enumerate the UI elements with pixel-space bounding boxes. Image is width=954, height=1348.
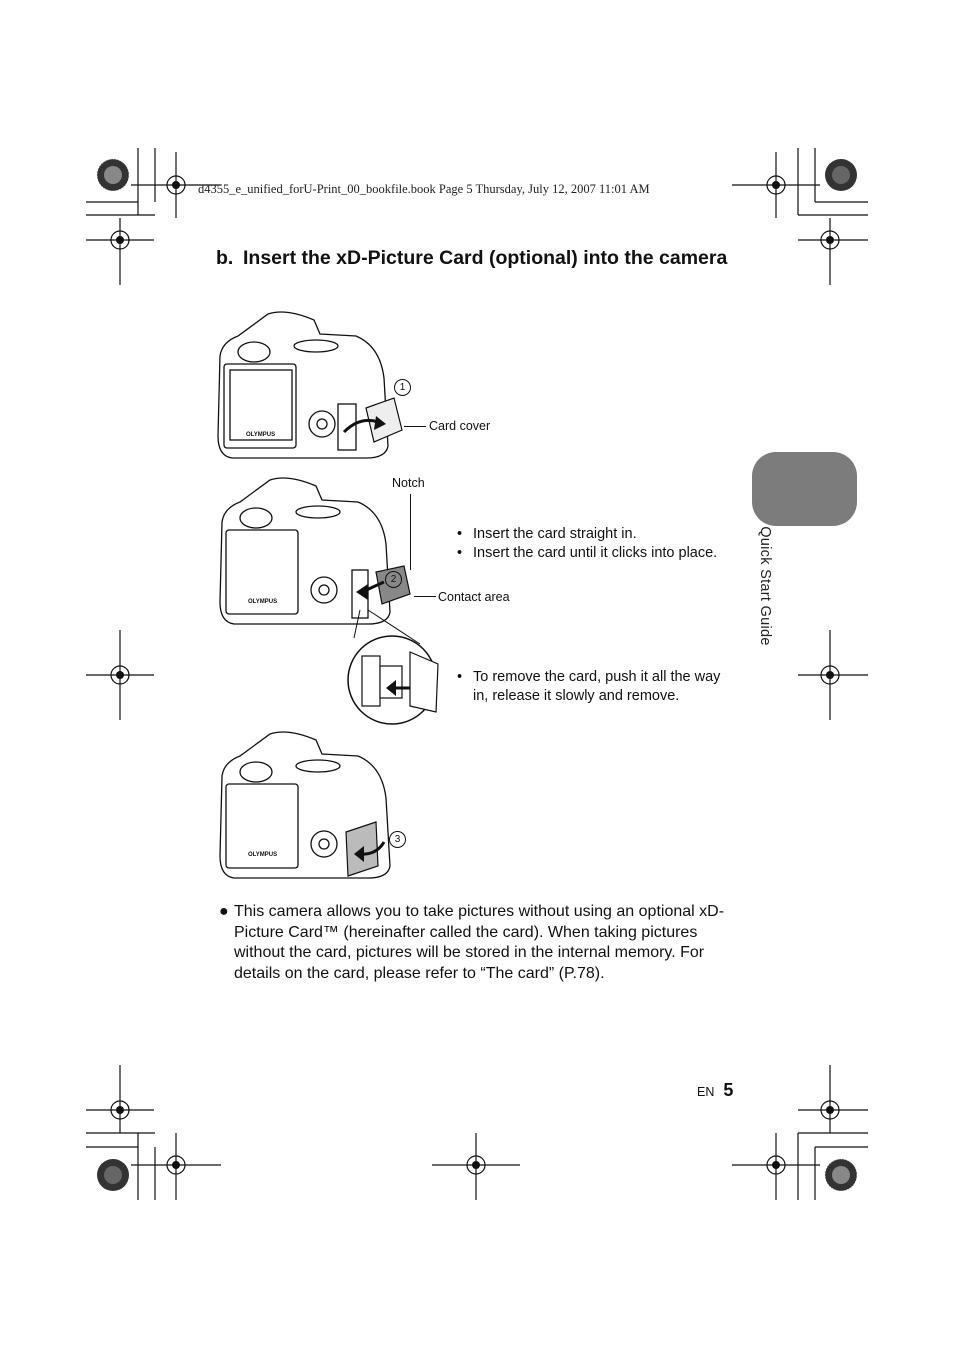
callout-notch: Notch	[392, 476, 425, 490]
page-number: EN 5	[697, 1080, 733, 1101]
figure-card-slot-detail	[340, 608, 450, 730]
callout-card-cover: Card cover	[429, 419, 491, 433]
section-prefix: b.	[216, 247, 234, 269]
file-info-header: d4355_e_unified_forU-Print_00_bookfile.b…	[198, 182, 650, 196]
card-slot-zoom-illustration	[347, 609, 439, 725]
bullet-icon: ●	[219, 903, 229, 920]
insert-instructions: Insert the card straight in. Insert the …	[457, 525, 717, 563]
callout-contact-area: Contact area	[438, 590, 510, 604]
camera-illustration: OLYMPUS	[219, 731, 391, 879]
svg-text:OLYMPUS: OLYMPUS	[248, 852, 277, 858]
list-item: To remove the card, push it all the way	[457, 668, 720, 687]
callout-leader-card-cover	[404, 426, 426, 427]
step-number-3: 3	[389, 831, 406, 848]
page-number-value: 5	[723, 1080, 734, 1100]
svg-text:OLYMPUS: OLYMPUS	[248, 599, 277, 605]
side-label-quick-start-guide: Quick Start Guide	[757, 526, 773, 646]
figure-open-card-cover: OLYMPUS	[216, 306, 406, 466]
list-item-continuation: in, release it slowly and remove.	[473, 688, 680, 704]
list-item: Insert the card straight in.	[457, 525, 717, 544]
callout-leader-contact-area	[414, 596, 436, 597]
note-paragraph: ● This camera allows you to take picture…	[219, 902, 744, 984]
callout-leader-notch	[410, 494, 411, 570]
section-tab	[752, 452, 857, 526]
list-item: Insert the card until it clicks into pla…	[457, 544, 717, 563]
camera-illustration: OLYMPUS	[219, 477, 411, 625]
step-number-2: 2	[385, 571, 402, 588]
camera-illustration: OLYMPUS	[217, 311, 403, 459]
section-heading: b. Insert the xD-Picture Card (optional)…	[216, 246, 736, 271]
language-code: EN	[697, 1085, 715, 1099]
remove-instructions: To remove the card, push it all the way …	[457, 668, 720, 706]
figure-insert-card: OLYMPUS	[216, 470, 416, 630]
figure-close-card-cover: OLYMPUS	[216, 726, 406, 882]
step-number-1: 1	[394, 379, 411, 396]
note-text: This camera allows you to take pictures …	[234, 903, 725, 982]
section-title: Insert the xD-Picture Card (optional) in…	[243, 247, 728, 269]
svg-text:OLYMPUS: OLYMPUS	[246, 432, 275, 438]
